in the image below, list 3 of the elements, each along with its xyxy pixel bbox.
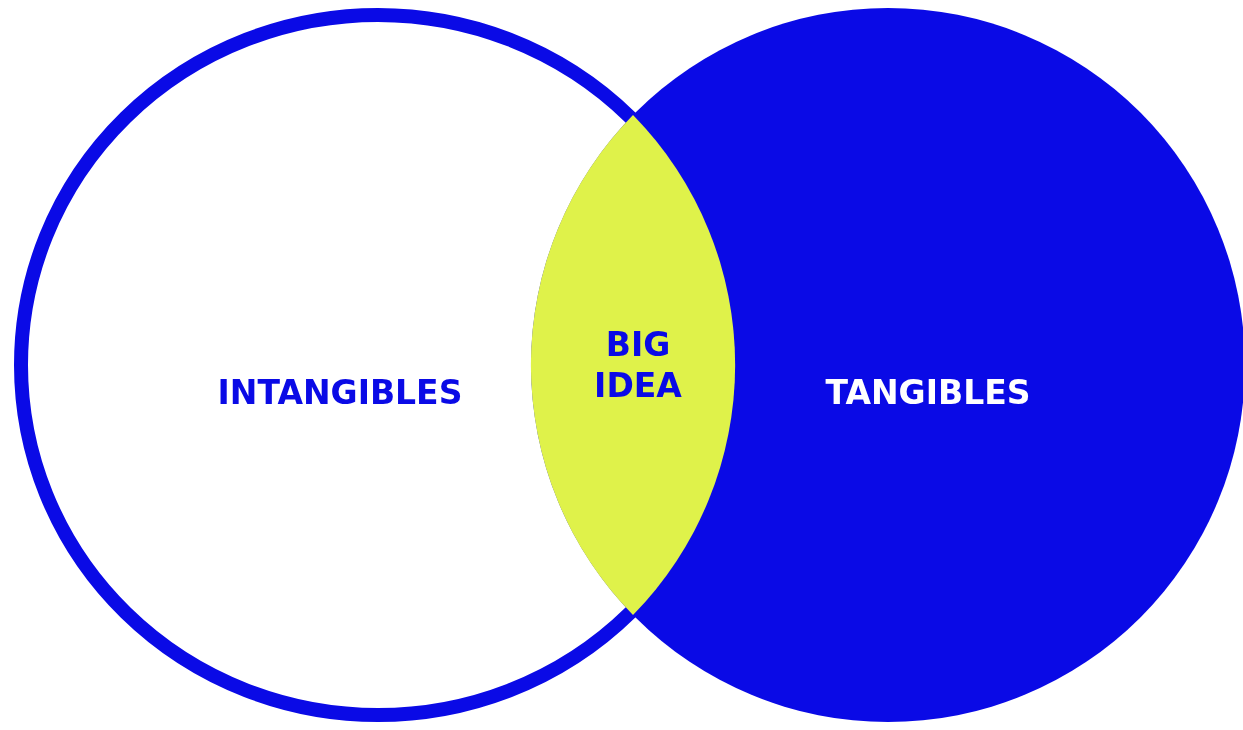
circle-label: TANGIBLES [824,372,1032,414]
circle-label: BIG IDEA [593,323,683,407]
circle-label: INTANGIBLES [216,372,464,414]
